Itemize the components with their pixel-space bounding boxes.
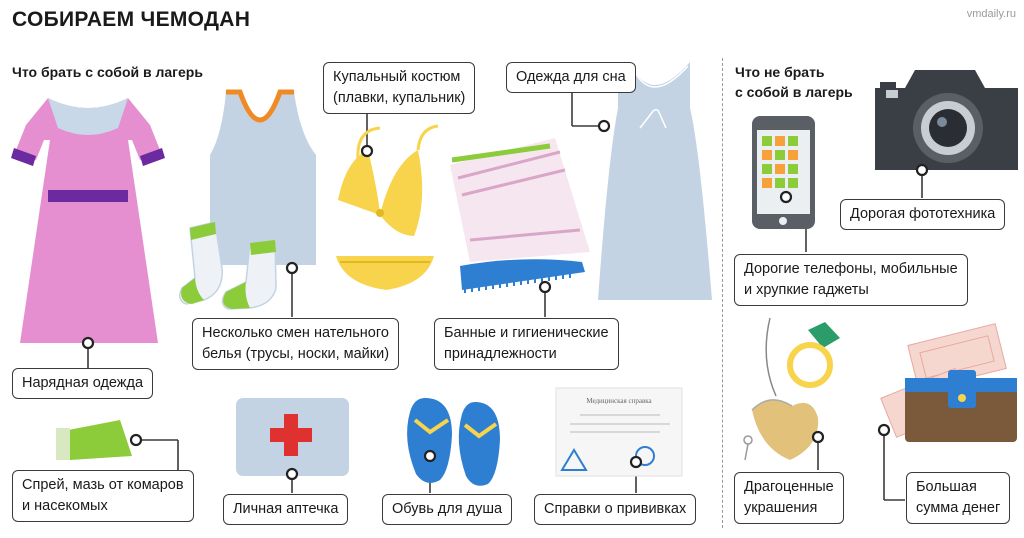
label-certificates: Справки о прививках bbox=[534, 494, 697, 525]
label-spray: Спрей, мазь от комаров и насекомых bbox=[12, 470, 194, 522]
label-sleepwear: Одежда для сна bbox=[506, 62, 636, 93]
label-jewelry: Драгоценные украшения bbox=[734, 472, 844, 524]
label-jewelry-line1: Драгоценные bbox=[744, 479, 834, 495]
flip-flops-icon bbox=[407, 398, 500, 486]
phone-icon bbox=[752, 116, 815, 229]
money-wallet-icon bbox=[880, 323, 1017, 442]
label-jewelry-line2: украшения bbox=[744, 500, 818, 516]
section-dont-take-line2: с собой в лагерь bbox=[735, 84, 853, 100]
medical-certificate-icon bbox=[555, 387, 683, 477]
label-hygiene-line2: принадлежности bbox=[444, 346, 557, 362]
label-swimsuit-line2: (плавки, купальник) bbox=[333, 90, 466, 106]
label-shoes: Обувь для душа bbox=[382, 494, 513, 525]
label-underwear-line2: белья (трусы, носки, майки) bbox=[202, 346, 390, 362]
sleepwear-icon bbox=[598, 62, 712, 300]
label-spray-line2: и насекомых bbox=[22, 498, 108, 514]
label-money: Большая сумма денег bbox=[906, 472, 1011, 524]
section-take-heading: Что брать с собой в лагерь bbox=[12, 64, 203, 80]
camera-icon bbox=[875, 70, 1018, 170]
page-title: СОБИРАЕМ ЧЕМОДАН bbox=[12, 8, 251, 31]
label-hygiene: Банные и гигиенические принадлежности bbox=[434, 318, 619, 370]
label-money-line2: сумма денег bbox=[916, 500, 1001, 516]
label-phones: Дорогие телефоны, мобильные и хрупкие га… bbox=[734, 254, 968, 306]
watermark: vmdaily.ru bbox=[966, 8, 1016, 20]
first-aid-icon bbox=[236, 398, 349, 476]
label-hygiene-line1: Банные и гигиенические bbox=[444, 325, 609, 341]
dress-icon bbox=[11, 98, 165, 343]
spray-icon bbox=[56, 420, 132, 460]
underwear-icon bbox=[179, 89, 316, 310]
section-dont-take-line1: Что не брать bbox=[735, 64, 825, 80]
label-phones-line1: Дорогие телефоны, мобильные bbox=[744, 261, 958, 277]
jewelry-icon bbox=[743, 317, 840, 461]
label-spray-line1: Спрей, мазь от комаров bbox=[22, 477, 184, 493]
label-phones-line2: и хрупкие гаджеты bbox=[744, 282, 869, 298]
label-swimsuit: Купальный костюм (плавки, купальник) bbox=[323, 62, 476, 114]
label-camera: Дорогая фототехника bbox=[840, 199, 1006, 230]
certificate-doc-title: Медицинская справка bbox=[586, 397, 652, 405]
hygiene-icon bbox=[450, 138, 590, 293]
label-underwear: Несколько смен нательного белья (трусы, … bbox=[192, 318, 400, 370]
swimsuit-icon bbox=[336, 124, 439, 290]
label-dress: Нарядная одежда bbox=[12, 368, 154, 399]
section-dont-take-heading: Что не брать с собой в лагерь bbox=[735, 62, 853, 102]
label-money-line1: Большая bbox=[916, 479, 977, 495]
label-swimsuit-line1: Купальный костюм bbox=[333, 69, 461, 85]
connector-dots bbox=[81, 119, 929, 481]
section-divider bbox=[722, 58, 723, 528]
label-first-aid: Личная аптечка bbox=[223, 494, 349, 525]
label-underwear-line1: Несколько смен нательного bbox=[202, 325, 389, 341]
